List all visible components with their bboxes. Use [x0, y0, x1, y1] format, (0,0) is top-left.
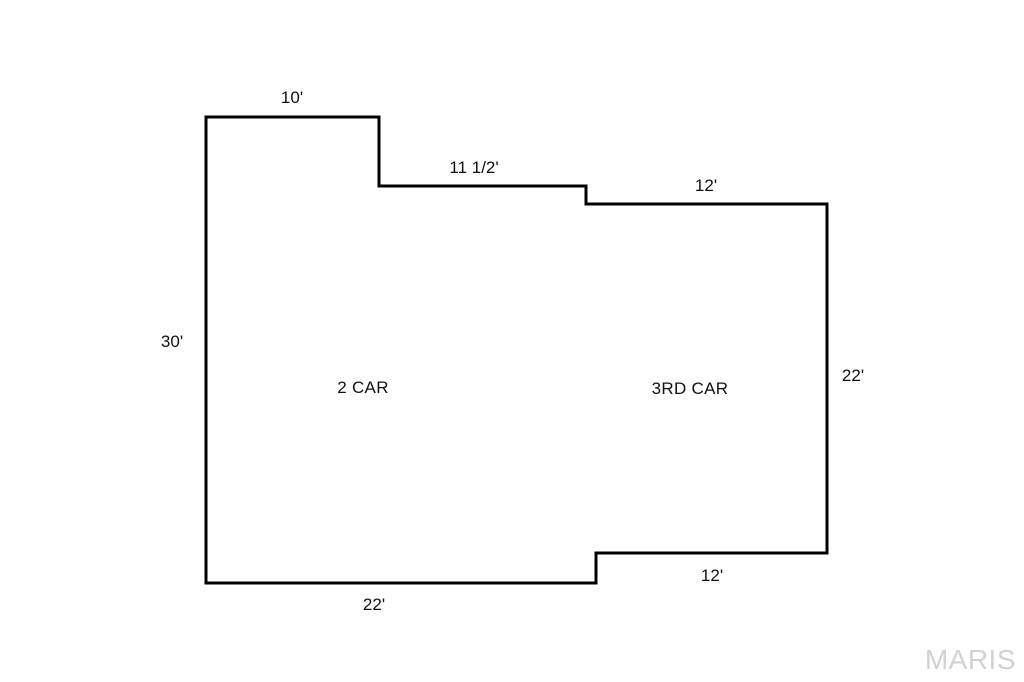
room-label-2-car: 2 CAR [337, 378, 389, 397]
garage-outline [204, 115, 829, 585]
dim-bottom-left: 22' [363, 595, 385, 614]
dim-top-right: 12' [695, 176, 717, 195]
room-label-3rd-car: 3RD CAR [652, 379, 729, 398]
dim-left: 30' [161, 332, 183, 351]
dim-bottom-right: 12' [701, 566, 723, 585]
maris-watermark-logo: MARIS [924, 644, 1016, 675]
dim-top-left: 10' [281, 88, 303, 107]
dim-top-middle: 11 1/2' [449, 158, 498, 177]
dim-right: 22' [842, 366, 864, 385]
